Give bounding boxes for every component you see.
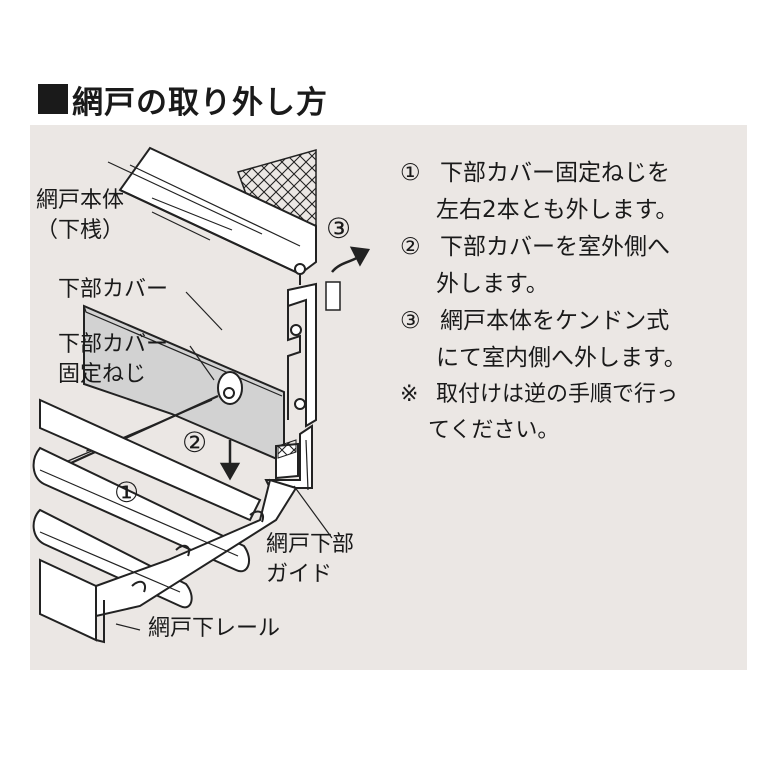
removed-cover-sketch (325, 281, 341, 311)
label-screen-body: 網戸本体 （下桟） (36, 188, 125, 243)
marker-step-1: ① (114, 476, 140, 509)
bottom-cover-panel (83, 304, 299, 480)
step-2: ② 下部カバーを室外側へ 外します。 (400, 234, 670, 297)
note: ※ 取付けは逆の手順で行っ てください。 (400, 382, 679, 443)
lift-arrow-icon (331, 246, 371, 273)
title-text: 網戸の取り外し方 (72, 84, 328, 121)
cover-screw (41, 371, 243, 473)
title-square-icon (38, 84, 68, 114)
down-arrow-icon (219, 440, 241, 481)
frame-profile (287, 282, 317, 428)
screen-frame-body (107, 146, 317, 285)
page-title: 網戸の取り外し方 (38, 74, 328, 124)
leader-lines (115, 197, 333, 631)
marker-step-2: ② (182, 426, 208, 459)
label-bottom-guide: 網戸下部 ガイド (266, 532, 355, 587)
label-bottom-cover: 下部カバー (58, 277, 169, 302)
label-lower-rail: 網戸下レール (148, 616, 281, 641)
lower-rail (32, 398, 298, 644)
marker-step-3: ③ (326, 212, 352, 245)
instruction-steps: ① 下部カバー固定ねじを 左右2本とも外します。 ② 下部カバーを室外側へ 外し… (400, 155, 740, 449)
label-cover-screw: 下部カバー 固定ねじ (58, 332, 169, 387)
step-1: ① 下部カバー固定ねじを 左右2本とも外します。 (400, 160, 679, 223)
step-3: ③ 網戸本体をケンドン式 にて室内側へ外します。 (400, 308, 687, 371)
